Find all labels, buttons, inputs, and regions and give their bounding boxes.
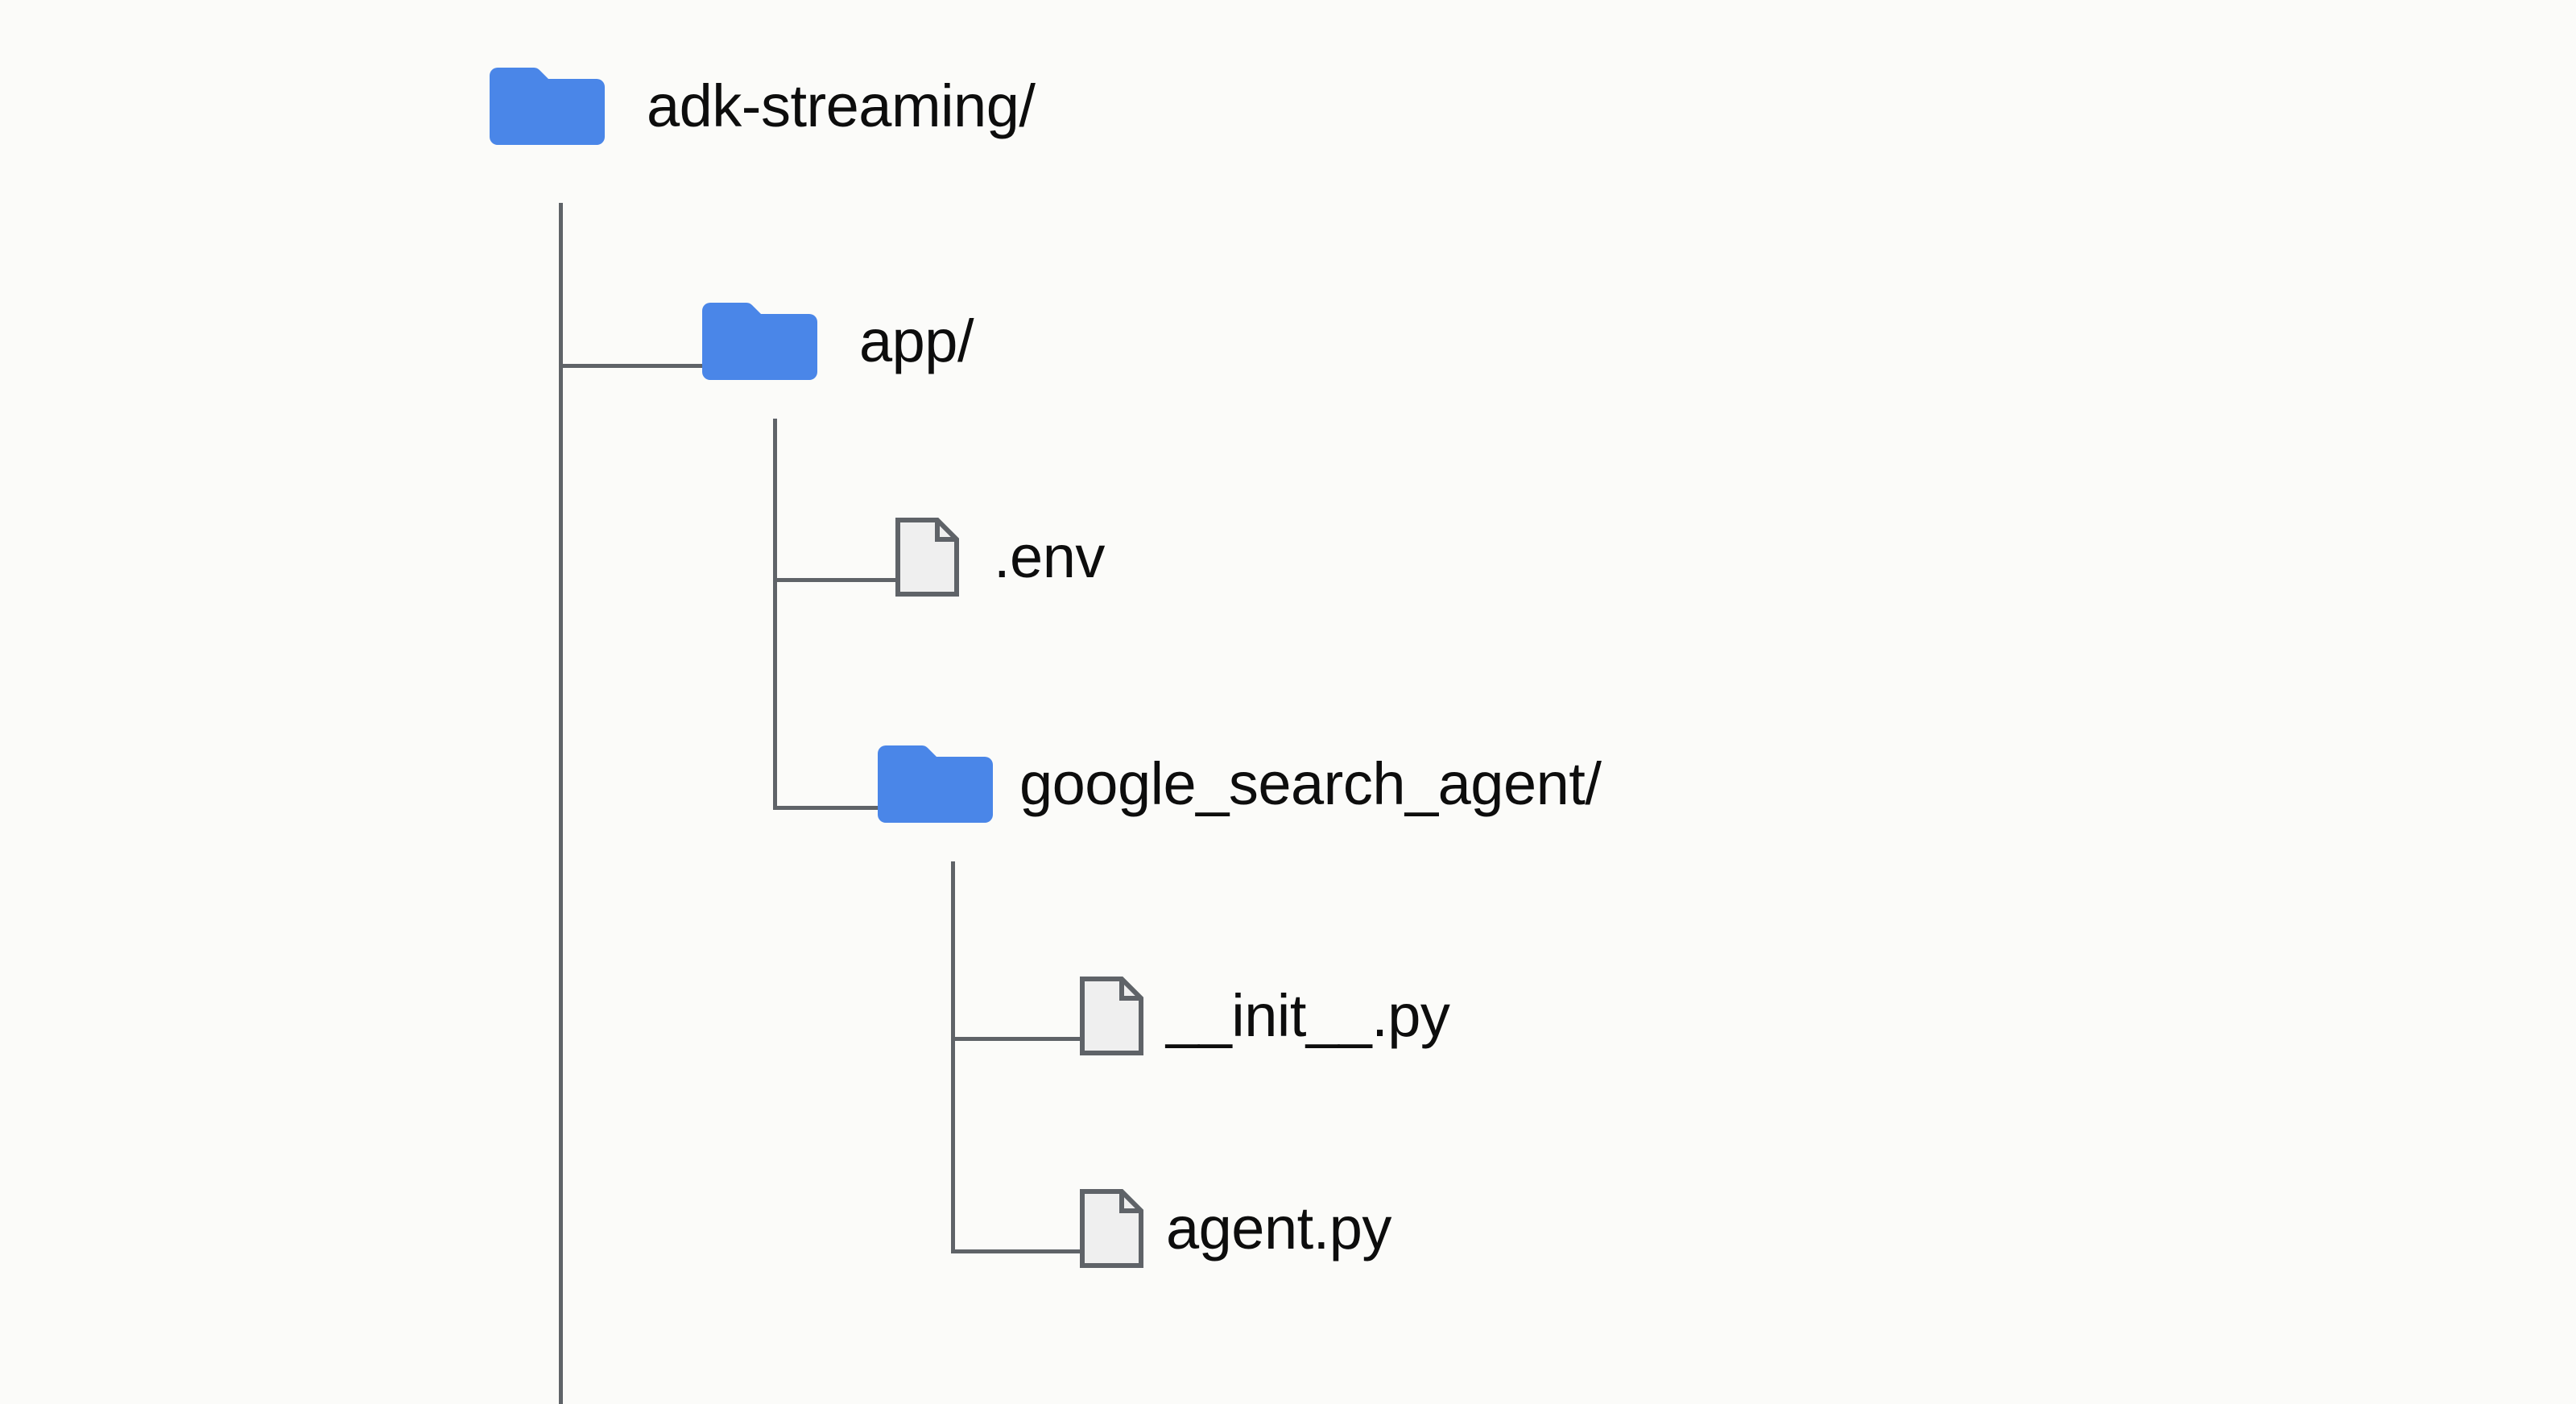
connector-app-to-google-search-agent [773,806,878,810]
file-icon [895,518,959,597]
tree-node-label: google_search_agent/ [1019,750,1602,817]
tree-node-label: __init__.py [1166,982,1450,1049]
folder-icon [490,68,605,145]
tree-node-label: agent.py [1166,1195,1391,1262]
tree-node-root[interactable]: adk-streaming/ [490,68,1036,145]
folder-icon [878,745,993,823]
tree-node-app[interactable]: app/ [702,303,974,380]
file-icon [1080,1189,1143,1268]
tree-node-env[interactable]: .env [895,518,1105,597]
folder-icon [702,303,817,380]
connector-gsa-vertical [951,861,955,1253]
connector-app-to-env [773,578,895,582]
connector-app-vertical [773,419,777,810]
connector-gsa-to-init-py [951,1037,1080,1041]
tree-node-google-search-agent[interactable]: google_search_agent/ [878,745,1602,823]
tree-node-init-py[interactable]: __init__.py [1080,977,1450,1055]
connector-gsa-to-agent-py [951,1249,1080,1253]
connector-root-to-app [559,364,702,368]
connector-root-vertical [559,203,563,1404]
file-icon [1080,977,1143,1055]
tree-node-label: app/ [859,308,974,374]
tree-node-label: adk-streaming/ [647,72,1036,139]
tree-node-agent-py[interactable]: agent.py [1080,1189,1391,1268]
tree-node-label: .env [994,523,1105,590]
